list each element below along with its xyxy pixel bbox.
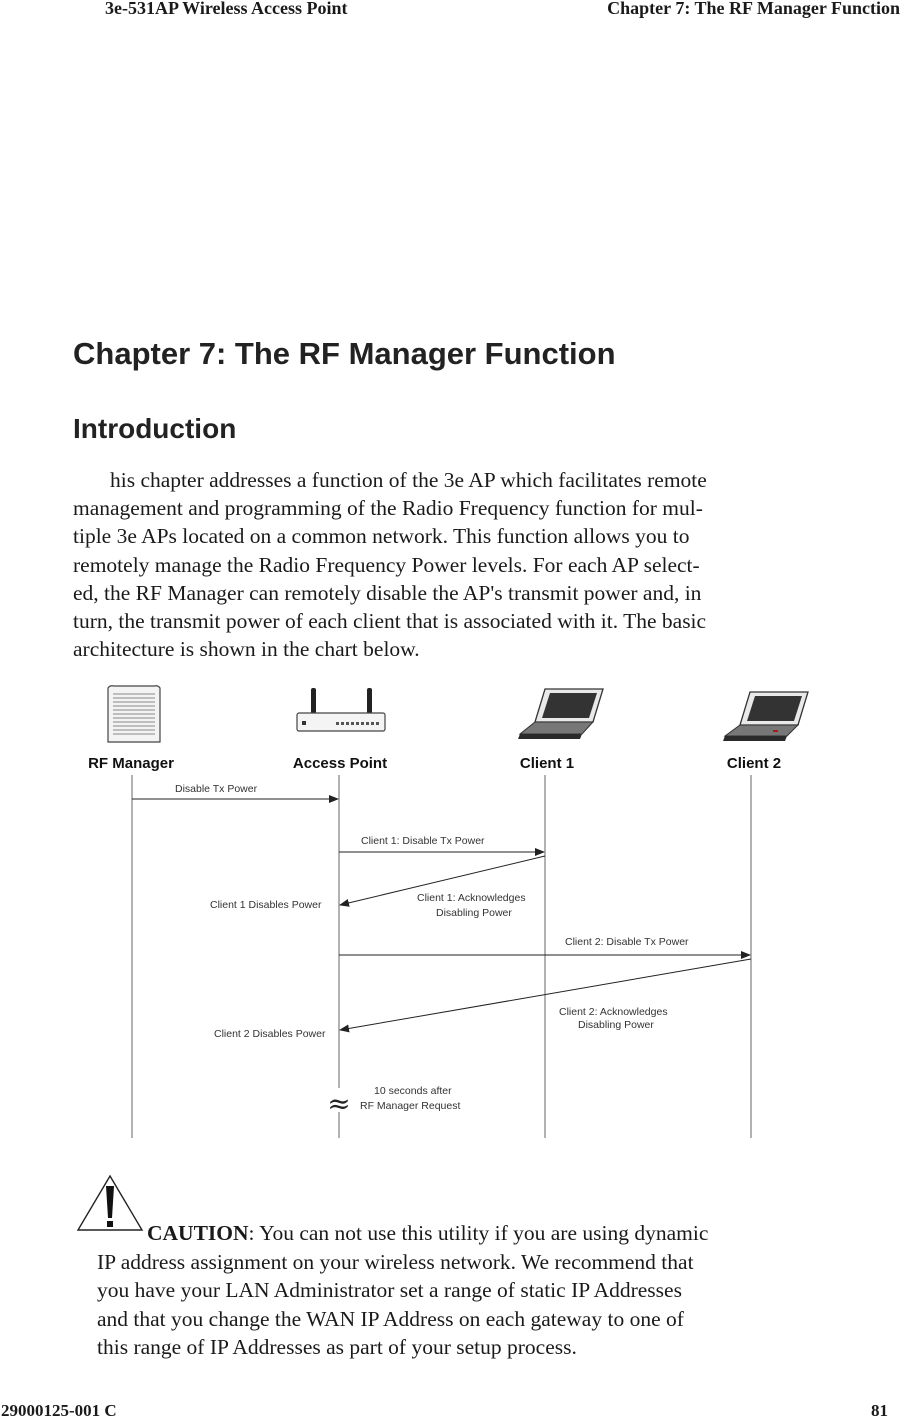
msg-delay: 10 seconds after (374, 1085, 452, 1097)
msg-disable-tx-power: Disable Tx Power (175, 783, 258, 795)
arrow-client1-ack (339, 855, 546, 907)
msg-client2-ack-2: Disabling Power (578, 1019, 654, 1031)
intro-line: management and programming of the Radio … (73, 496, 703, 521)
lifeline-break-glyph: ≈ (327, 1087, 350, 1120)
caution-line: this range of IP Addresses as part of yo… (97, 1335, 577, 1359)
msg-client2-disables: Client 2 Disables Power (214, 1028, 326, 1040)
participant-client-2: Client 2 (727, 755, 781, 772)
msg-client1-disable: Client 1: Disable Tx Power (361, 835, 485, 847)
sequence-diagram: RF Manager Access Point Client 1 Client … (88, 685, 809, 1138)
intro-line: architecture is shown in the chart below… (73, 637, 420, 662)
laptop-icon (518, 688, 604, 739)
laptop-icon (723, 691, 809, 741)
caution-line: you have your LAN Administrator set a ra… (97, 1278, 682, 1302)
intro-line: turn, the transmit power of each client … (73, 609, 707, 634)
msg-client2-disable: Client 2: Disable Tx Power (565, 936, 689, 948)
caution-line: IP address assignment on your wireless n… (97, 1249, 694, 1274)
caution-text: : You can not use this utility if you ar… (248, 1221, 709, 1245)
access-point-icon (296, 688, 386, 732)
caution-paragraph: CAUTION: You can not use this utility if… (97, 1219, 837, 1362)
msg-client1-disables: Client 1 Disables Power (210, 899, 322, 911)
participant-access-point: Access Point (293, 755, 387, 772)
page-number: 81 (871, 1401, 888, 1420)
participant-client-1: Client 1 (520, 755, 574, 772)
arrow-client2-ack (339, 958, 752, 1033)
msg-client2-ack: Client 2: Acknowledges (559, 1006, 668, 1018)
msg-delay-2: RF Manager Request (360, 1100, 460, 1112)
warning-icon (76, 1174, 144, 1231)
intro-line: his chapter addresses a function of the … (110, 468, 707, 492)
caution-line: and that you change the WAN IP Address o… (97, 1306, 684, 1331)
intro-line: tiple 3e APs located on a common network… (73, 524, 690, 549)
intro-line: ed, the RF Manager can remotely disable … (73, 580, 702, 605)
running-header-right: Chapter 7: The RF Manager Function (607, 0, 900, 18)
chapter-title: Chapter 7: The RF Manager Function (73, 336, 616, 371)
doc-number: 29000125-001 C (1, 1401, 117, 1420)
section-title: Introduction (73, 413, 237, 444)
intro-line: remotely manage the Radio Frequency Powe… (73, 552, 700, 577)
intro-paragraph: his chapter addresses a function of the … (73, 466, 818, 663)
server-icon (107, 685, 161, 743)
caution-label: CAUTION (147, 1221, 249, 1245)
msg-client1-ack-2: Disabling Power (436, 907, 512, 919)
participant-rf-manager: RF Manager (88, 755, 174, 772)
msg-client1-ack: Client 1: Acknowledges (417, 892, 526, 904)
running-header-left: 3e-531AP Wireless Access Point (105, 0, 348, 18)
caution-line: CAUTION: You can not use this utility if… (97, 1219, 837, 1248)
